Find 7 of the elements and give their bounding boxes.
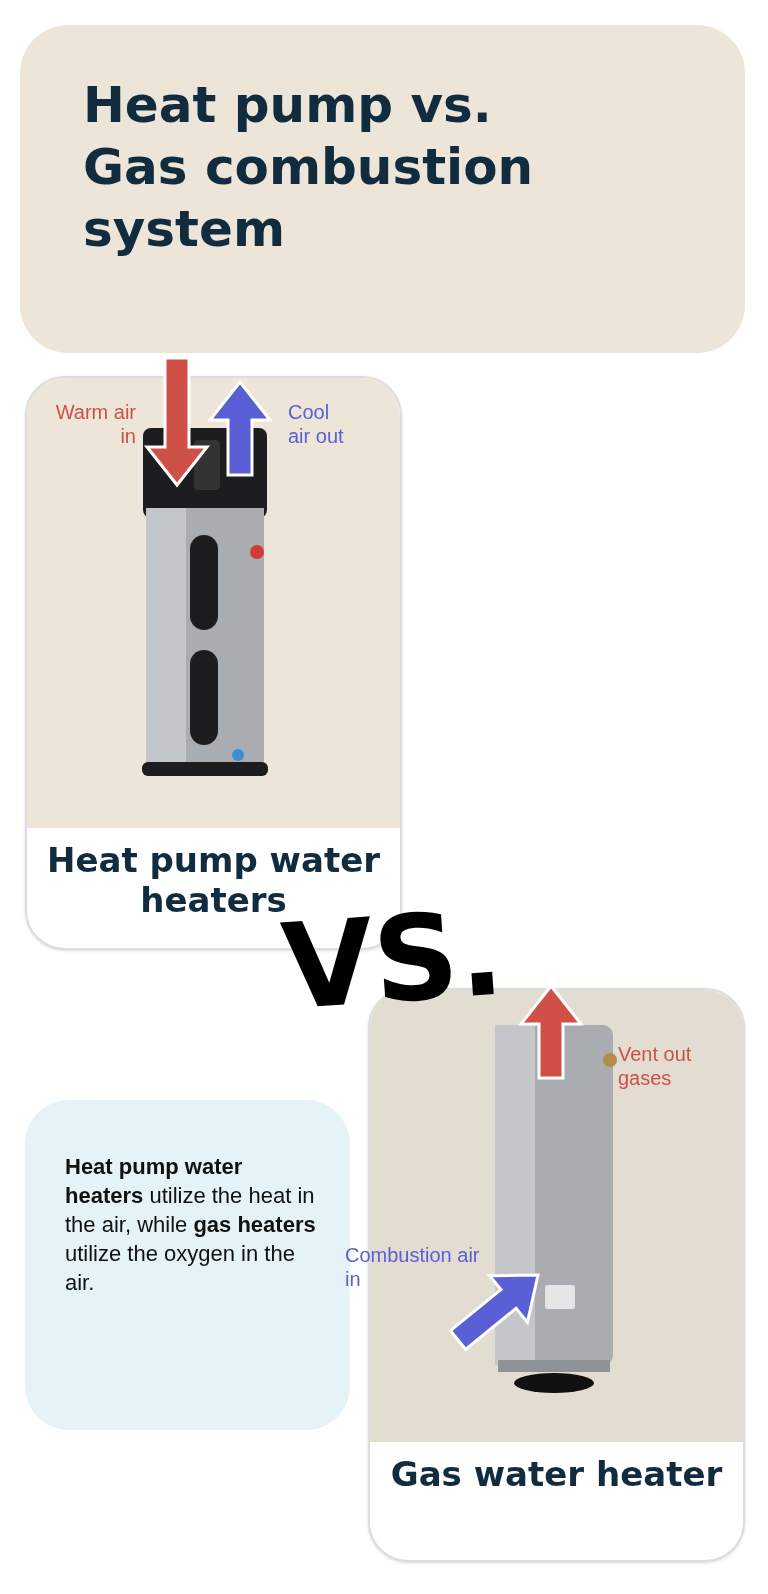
arrow-label: Cool air out — [288, 400, 345, 448]
arrow-label: Combustion air in — [345, 1243, 481, 1291]
arrow-label: Vent out gases — [618, 1042, 693, 1090]
arrow-label: Warm air in — [54, 400, 136, 448]
card-caption: Gas water heater — [389, 1454, 724, 1494]
info-text: Heat pump water heaters utilize the heat in the air, while gas heaters utilize the oxygen in the air. — [65, 1153, 317, 1297]
title: Heat pump vs. Gas combustion system — [83, 75, 535, 260]
